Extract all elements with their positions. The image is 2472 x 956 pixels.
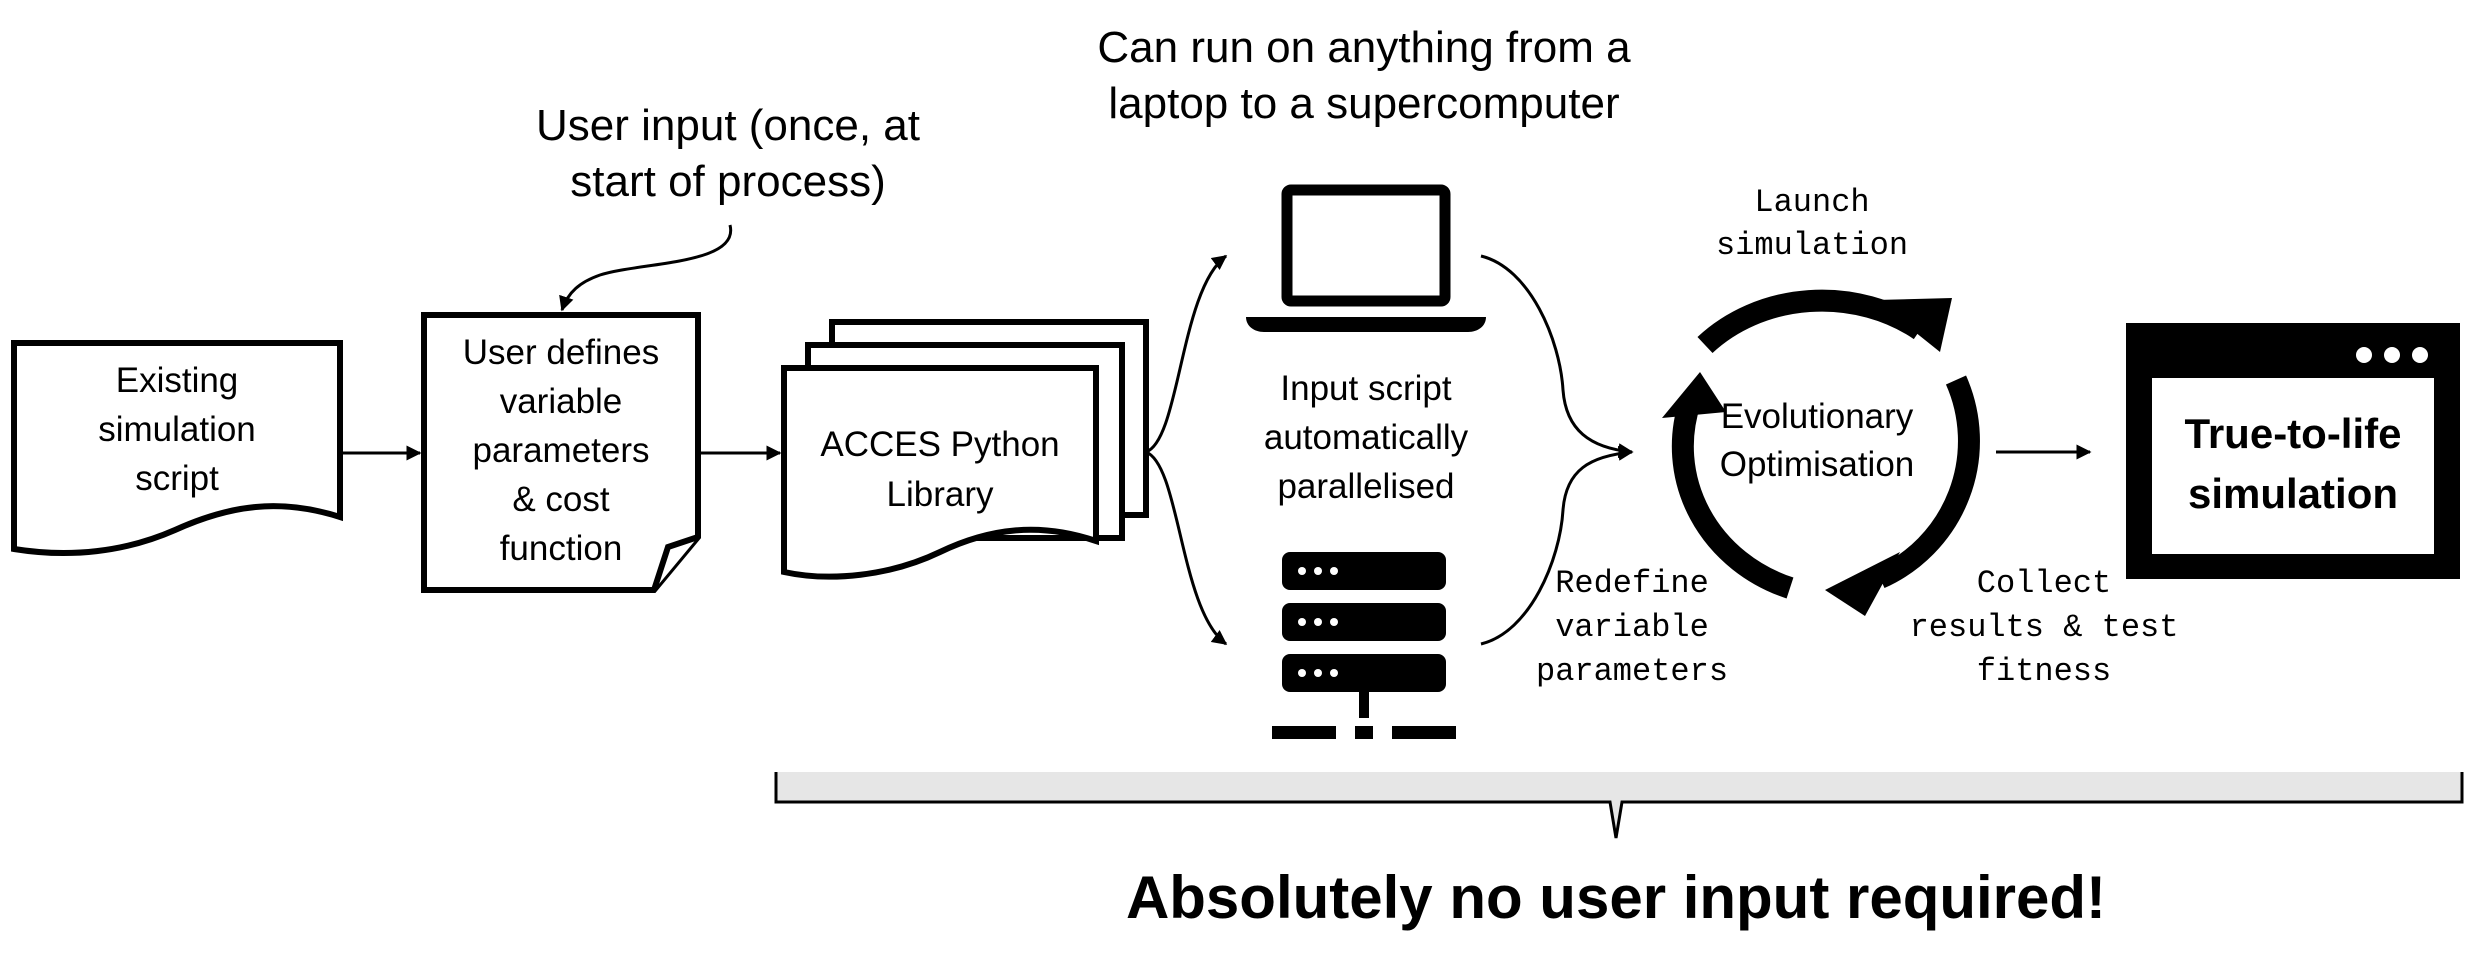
result-label-1: True-to-life <box>2185 410 2402 457</box>
redefine-label-2: variable <box>1555 609 1709 646</box>
brace-icon <box>774 772 2464 839</box>
merge-from-server <box>1480 445 1634 646</box>
branch-to-laptop <box>1145 254 1228 454</box>
redefine-label-1: Redefine <box>1555 565 1709 602</box>
parallelised-label-1: Input script <box>1280 369 1451 408</box>
acces-label-1: ACCES Python <box>820 425 1059 464</box>
launch-label-1: Launch <box>1754 184 1869 221</box>
user-defines-label-5: function <box>500 529 623 568</box>
user-defines-label-2: variable <box>500 382 623 421</box>
acces-label-2: Library <box>887 475 994 514</box>
existing-script-label-2: simulation <box>98 410 256 449</box>
acces-library-node: ACCES Python Library <box>781 319 1149 580</box>
hardware-note-line2: laptop to a supercomputer <box>1108 79 1619 128</box>
collect-label-2: results & test <box>1910 609 2179 646</box>
collect-label-1: Collect <box>1977 565 2111 602</box>
user-defines-label-4: & cost <box>512 480 610 519</box>
user-input-arrow <box>559 224 733 312</box>
cycle-arrows-icon <box>1662 289 1980 616</box>
no-input-note: Absolutely no user input required! <box>1126 864 2106 931</box>
parallelised-label-2: automatically <box>1264 418 1469 457</box>
merge-from-laptop <box>1480 254 1634 459</box>
user-defines-label-3: parameters <box>472 431 649 470</box>
user-defines-label-1: User defines <box>463 333 659 372</box>
launch-label-2: simulation <box>1716 227 1908 264</box>
laptop-icon <box>1246 184 1486 332</box>
server-icon <box>1272 552 1456 739</box>
user-input-note-line2: start of process) <box>570 157 885 206</box>
result-label-2: simulation <box>2188 470 2398 517</box>
app-window-icon <box>2126 323 2460 579</box>
evolutionary-label-1: Evolutionary <box>1721 397 1914 436</box>
existing-script-node: Existing simulation script <box>11 340 343 557</box>
existing-script-label-1: Existing <box>116 361 239 400</box>
user-defines-node: User defines variable parameters & cost … <box>421 312 701 593</box>
user-input-note-line1: User input (once, at <box>536 101 920 150</box>
existing-script-label-3: script <box>135 459 219 498</box>
collect-label-3: fitness <box>1977 653 2111 690</box>
hardware-note-line1: Can run on anything from a <box>1097 23 1631 72</box>
parallelised-label-3: parallelised <box>1277 467 1454 506</box>
redefine-label-3: parameters <box>1536 653 1728 690</box>
evolutionary-label-2: Optimisation <box>1720 445 1915 484</box>
branch-to-server <box>1145 450 1228 646</box>
